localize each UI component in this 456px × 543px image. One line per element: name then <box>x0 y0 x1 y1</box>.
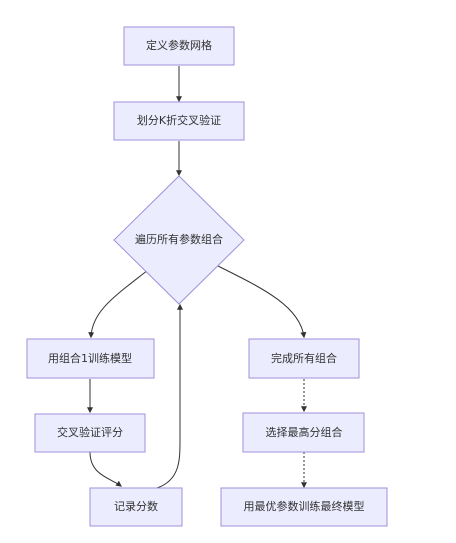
node-train-final: 用最优参数训练最终模型 <box>220 487 388 527</box>
node-label: 遍历所有参数组合 <box>135 232 223 246</box>
node-done-all: 完成所有组合 <box>248 338 360 379</box>
node-cv-score: 交叉验证评分 <box>34 413 146 453</box>
edge-iterate-to-done <box>217 265 307 339</box>
node-train-combo: 用组合1训练模型 <box>26 338 155 379</box>
node-iterate-params: 遍历所有参数组合 <box>113 175 245 305</box>
edge-record-to-iterate <box>156 303 183 489</box>
edges <box>87 66 307 489</box>
node-label: 用最优参数训练最终模型 <box>244 499 365 513</box>
node-select-best: 选择最高分组合 <box>242 412 365 453</box>
node-label: 交叉验证评分 <box>57 425 123 439</box>
node-kfold-split: 划分K折交叉验证 <box>113 101 245 141</box>
node-label: 记录分数 <box>114 500 158 513</box>
node-record-score: 记录分数 <box>89 487 183 527</box>
node-label: 划分K折交叉验证 <box>137 113 221 127</box>
node-label: 完成所有组合 <box>271 351 337 365</box>
node-label: 定义参数网格 <box>146 38 212 52</box>
node-define-grid: 定义参数网格 <box>123 26 235 66</box>
edge-cv-to-record <box>89 451 122 487</box>
edge-iterate-to-train <box>88 269 149 339</box>
node-label: 选择最高分组合 <box>266 425 343 439</box>
node-label: 用组合1训练模型 <box>48 351 132 365</box>
